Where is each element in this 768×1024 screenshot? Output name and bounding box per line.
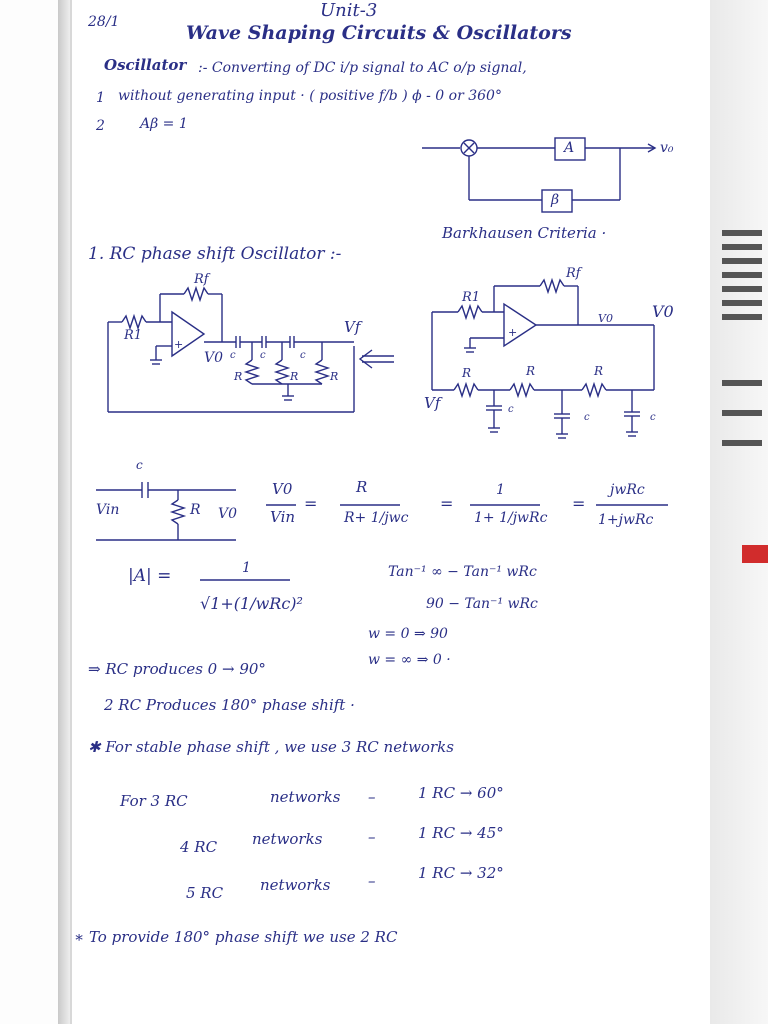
eq-t3-den: 1+jwRc (598, 512, 654, 528)
rc-vout-label: V0 (218, 506, 238, 522)
page-stack-edge (710, 0, 768, 1024)
unit-label: Unit-3 (320, 0, 378, 21)
output-label: v₀ (660, 140, 674, 156)
note-stable-phase: ✱ For stable phase shift , we use 3 RC n… (88, 738, 454, 756)
c2-c-label-1: c (508, 404, 514, 415)
c2-r-label-3: R (594, 364, 604, 378)
row-4rc-dash: – (368, 828, 376, 846)
feedback-label: β (551, 192, 560, 208)
c1-r-label-2: R (290, 370, 299, 383)
eq-t2-den: 1+ 1/jwRc (474, 510, 548, 526)
row-3rc-value: 1 RC → 60° (418, 784, 504, 802)
c1-r-label-1: R (234, 370, 243, 383)
c1-r-label-3: R (330, 370, 339, 383)
c1-r1-label: R1 (124, 328, 143, 343)
amplifier-label: A (564, 140, 575, 156)
c2-c-label-3: c (650, 412, 656, 423)
row-5rc-dash: – (368, 872, 376, 890)
rc-heading: 1. RC phase shift Oscillator :- (88, 244, 342, 264)
row-5rc-networks: networks (260, 876, 331, 894)
mag-lhs: |A| = (128, 566, 172, 586)
point-2-number: 2 (96, 118, 105, 134)
row-4rc-label: 4 RC (180, 838, 218, 856)
c2-r1-label: R1 (462, 290, 481, 305)
oscillator-term: Oscillator (104, 56, 187, 74)
page-title: Wave Shaping Circuits & Oscillators (186, 22, 572, 44)
red-tab (742, 545, 768, 563)
c2-r-label-2: R (526, 364, 536, 378)
c1-c-label-3: c (300, 350, 306, 361)
notebook-page (70, 0, 712, 1024)
row-4rc-value: 1 RC → 45° (418, 824, 504, 842)
note-2rc-produces: 2 RC Produces 180° phase shift · (104, 696, 355, 714)
eq-equals-3: = (572, 494, 586, 513)
row-5rc-label: 5 RC (186, 884, 224, 902)
c1-vf-label: Vf (344, 318, 361, 336)
eq-lhs-num: V0 (272, 480, 293, 498)
c1-plus-label: + (174, 338, 184, 351)
row-3rc-label: For 3 RC (120, 792, 188, 810)
point-1-text: without generating input · ( positive f/… (118, 88, 502, 104)
row-3rc-dash: – (368, 788, 376, 806)
phase-line-4: w = ∞ ⇒ 0 · (368, 652, 451, 668)
eq-t3-num: jwRc (610, 482, 645, 498)
eq-equals-2: = (440, 494, 454, 513)
phase-line-2: 90 − Tan⁻¹ wRc (426, 596, 538, 612)
notebook-binding (58, 0, 70, 1024)
point-1-number: 1 (96, 90, 105, 106)
c1-rf-label: Rf (194, 272, 209, 287)
c1-c-label-2: c (260, 350, 266, 361)
c2-plus-label: + (508, 326, 518, 339)
binder-tabs (722, 230, 762, 550)
rc-vin-label: Vin (96, 502, 120, 518)
rc-cap-label: c (136, 458, 143, 472)
c2-v0-label: V0 (652, 302, 674, 321)
rc-res-label: R (190, 502, 201, 518)
eq-lhs-den: Vin (270, 508, 296, 526)
c1-v0-label: V0 (204, 350, 224, 366)
point-2-text: Aβ = 1 (140, 116, 188, 132)
eq-t2-num: 1 (496, 482, 505, 498)
barkhausen-caption: Barkhausen Criteria · (442, 224, 607, 242)
mag-num: 1 (242, 560, 251, 576)
c1-c-label-1: c (230, 350, 236, 361)
mag-den: √1+(1/wRc)² (200, 594, 303, 613)
row-3rc-networks: networks (270, 788, 341, 806)
c2-v0-inner-label: V0 (598, 312, 613, 325)
eq-t1-den: R+ 1/jwc (344, 510, 409, 526)
eq-t1-num: R (356, 478, 368, 496)
eq-equals-1: = (304, 494, 318, 513)
note-to-provide: ∗ To provide 180° phase shift we use 2 R… (74, 928, 398, 946)
c2-rf-label: Rf (566, 266, 581, 281)
oscillator-definition: :- Converting of DC i/p signal to AC o/p… (198, 60, 527, 76)
note-rc-produces: ⇒ RC produces 0 → 90° (88, 660, 266, 678)
row-5rc-value: 1 RC → 32° (418, 864, 504, 882)
c2-vf-label: Vf (424, 394, 441, 412)
phase-line-3: w = 0 ⇒ 90 (368, 626, 448, 642)
phase-line-1: Tan⁻¹ ∞ − Tan⁻¹ wRc (388, 564, 537, 580)
c2-c-label-2: c (584, 412, 590, 423)
date: 28/1 (88, 14, 120, 30)
row-4rc-networks: networks (252, 830, 323, 848)
c2-r-label-1: R (462, 366, 472, 380)
